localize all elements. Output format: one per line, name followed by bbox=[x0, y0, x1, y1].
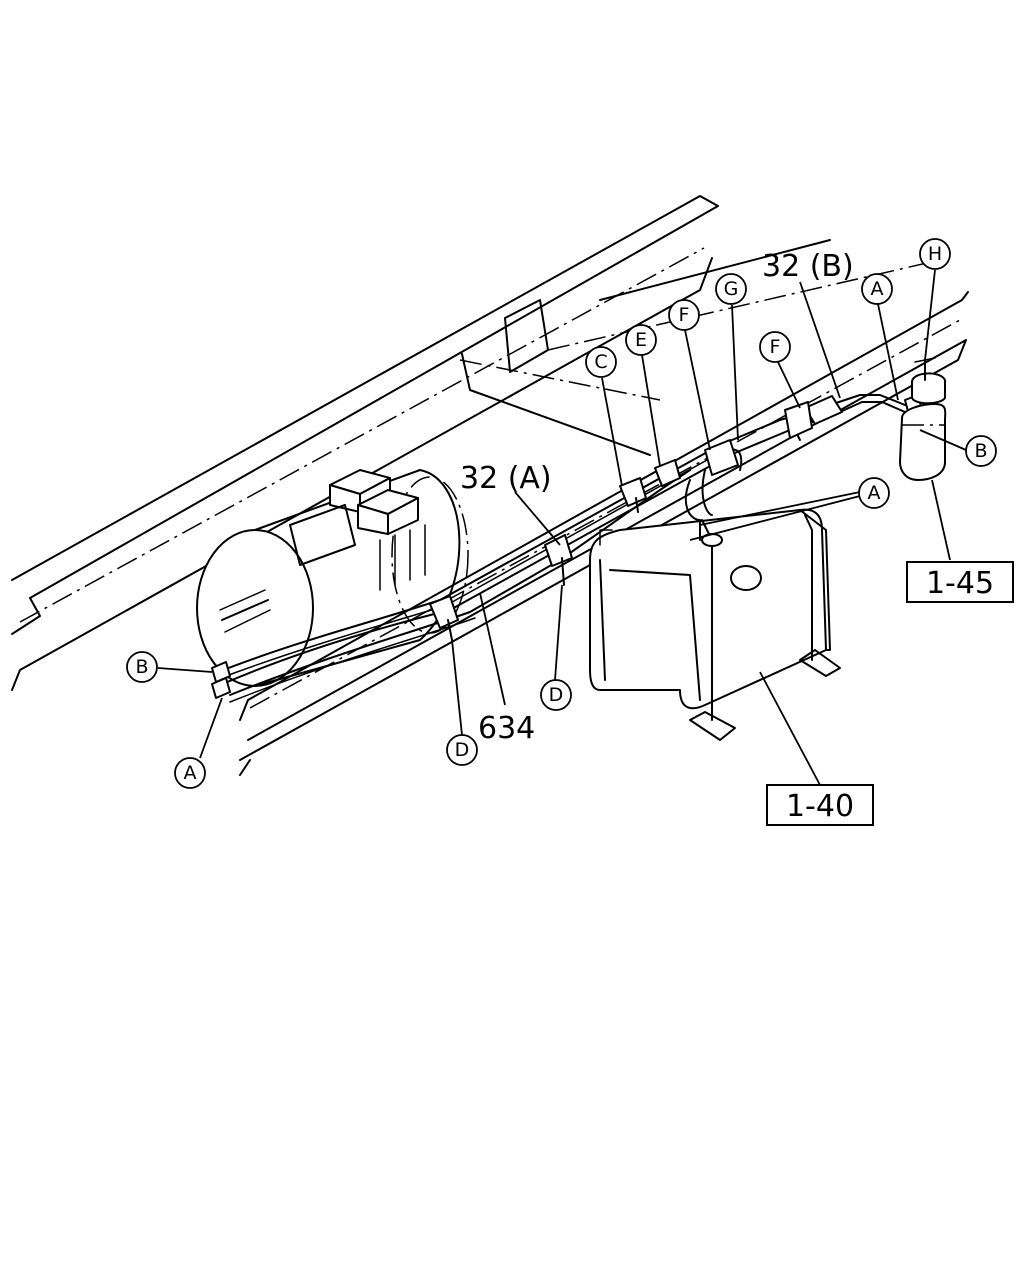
fuel-filter bbox=[899, 357, 947, 481]
callout-d-lower: D bbox=[446, 734, 478, 766]
callout-a-left: A bbox=[174, 757, 206, 789]
hose-label: 634 bbox=[478, 711, 535, 746]
callout-a-tank: A bbox=[858, 477, 890, 509]
svg-text:A: A bbox=[871, 278, 884, 300]
svg-text:B: B bbox=[135, 656, 148, 678]
callout-h: H bbox=[919, 238, 951, 270]
svg-text:C: C bbox=[594, 351, 607, 373]
part-labels: 32 (A) 32 (B) 634 bbox=[460, 249, 854, 746]
callout-d-upper: D bbox=[540, 679, 572, 711]
callout-a-upper: A bbox=[861, 273, 893, 305]
svg-text:F: F bbox=[679, 304, 690, 326]
filter-ref-label: 1-45 bbox=[926, 566, 994, 601]
svg-text:A: A bbox=[868, 482, 881, 504]
svg-text:A: A bbox=[184, 762, 197, 784]
pipe-b-label: 32 (B) bbox=[762, 249, 854, 284]
svg-text:D: D bbox=[455, 739, 470, 761]
tank-ref-label: 1-40 bbox=[786, 789, 854, 824]
rectangular-tank bbox=[589, 508, 841, 741]
svg-text:G: G bbox=[724, 278, 739, 300]
callout-c: C bbox=[585, 346, 617, 378]
callout-g: G bbox=[715, 273, 747, 305]
pipe-clips bbox=[211, 394, 923, 699]
callout-b-right: B bbox=[965, 435, 997, 467]
callout-e: E bbox=[625, 324, 657, 356]
svg-text:H: H bbox=[928, 243, 942, 265]
svg-text:F: F bbox=[770, 336, 781, 358]
callout-f-left: F bbox=[668, 299, 700, 331]
svg-text:D: D bbox=[549, 684, 564, 706]
cylindrical-tank bbox=[196, 469, 469, 687]
svg-text:B: B bbox=[974, 440, 987, 462]
pipe-a-label: 32 (A) bbox=[460, 461, 552, 496]
svg-text:E: E bbox=[635, 329, 647, 351]
filter-ref-box: 1-45 bbox=[906, 561, 1014, 603]
callout-f-right: F bbox=[759, 331, 791, 363]
leader-lines bbox=[157, 269, 967, 786]
callout-b-left: B bbox=[126, 651, 158, 683]
tank-ref-box: 1-40 bbox=[766, 784, 874, 826]
